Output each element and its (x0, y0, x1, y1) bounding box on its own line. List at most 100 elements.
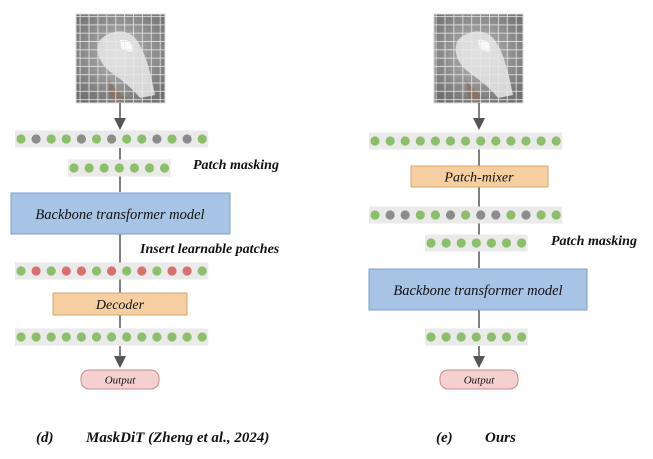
token-dot (521, 136, 531, 146)
token-dot (107, 266, 117, 276)
token-dot (129, 163, 139, 173)
backbone-box: Backbone transformer model (368, 268, 588, 311)
token-dot (137, 266, 147, 276)
token-dot (167, 134, 177, 144)
token-dot (16, 134, 26, 144)
token-dot (536, 210, 546, 220)
token-dot (471, 238, 481, 248)
token-dot (76, 134, 86, 144)
backbone-label: Backbone transformer model (35, 207, 204, 223)
output-label: Output (105, 375, 137, 387)
token-dot (501, 238, 512, 248)
token-dot (46, 332, 56, 342)
token-dot (91, 134, 102, 144)
token-strip-masked (425, 234, 528, 252)
token-dot (441, 238, 451, 248)
token-dot (370, 210, 380, 220)
token-dot (426, 238, 436, 248)
token-dot (31, 266, 41, 276)
left-input-image (75, 13, 166, 104)
token-dot (152, 332, 162, 342)
token-dot (69, 163, 79, 173)
token-dot (461, 210, 471, 220)
token-dot (144, 163, 155, 173)
insert-learnable-label: Insert learnable patches (139, 242, 280, 257)
token-dot (385, 210, 395, 220)
token-dot (152, 134, 162, 144)
token-dot (551, 210, 561, 220)
token-dot (456, 238, 466, 248)
token-dot (16, 332, 26, 342)
token-dot (137, 332, 147, 342)
token-dot (441, 332, 451, 342)
token-dot (46, 134, 56, 144)
token-dot (91, 332, 102, 342)
token-dot (506, 210, 516, 220)
token-dot (107, 332, 117, 342)
token-dot (476, 210, 486, 220)
token-dot (197, 134, 207, 144)
caption-title: MaskDiT (Zheng et al., 2024) (85, 430, 269, 446)
token-dot (84, 163, 94, 173)
token-dot (517, 332, 527, 342)
token-dot (426, 332, 436, 342)
token-strip-input (369, 132, 563, 150)
token-dot (122, 332, 132, 342)
token-strip-mixed (369, 206, 563, 224)
token-strip-masked (68, 159, 171, 177)
token-dot (430, 210, 440, 220)
token-dot (445, 136, 456, 146)
token-dot (501, 332, 512, 342)
decoder-label: Decoder (95, 298, 145, 313)
token-dot (167, 266, 177, 276)
token-dot (430, 136, 440, 146)
token-strip-output (425, 328, 528, 346)
token-dot (197, 332, 207, 342)
right-panel: Patch-mixer Patch masking Backbone trans… (368, 13, 637, 446)
token-dot (445, 210, 456, 220)
token-dot (114, 163, 124, 173)
token-dot (400, 136, 410, 146)
backbone-box: Backbone transformer model (10, 192, 231, 235)
token-dot (107, 134, 117, 144)
token-dot (471, 332, 481, 342)
token-dot (182, 134, 192, 144)
token-dot (152, 266, 162, 276)
token-dot (122, 134, 132, 144)
token-strip-mixed (15, 130, 209, 148)
token-dot (370, 136, 380, 146)
token-dot (46, 266, 56, 276)
caption-title: Ours (485, 430, 516, 446)
token-dot (182, 266, 192, 276)
output-box: Output (80, 369, 160, 390)
token-dot (31, 332, 41, 342)
token-dot (415, 210, 425, 220)
caption-letter: (d) (36, 430, 54, 446)
caption-letter: (e) (436, 430, 453, 446)
patch-masking-label: Patch masking (551, 234, 637, 249)
token-dot (137, 134, 147, 144)
token-dot (521, 210, 531, 220)
token-dot (415, 136, 425, 146)
token-dot (31, 134, 41, 144)
token-dot (122, 266, 132, 276)
patch-masking-label: Patch masking (193, 158, 279, 173)
token-dot (491, 136, 501, 146)
token-dot (461, 136, 471, 146)
token-dot (76, 332, 86, 342)
token-dot (16, 266, 26, 276)
token-strip-output (15, 328, 209, 346)
token-dot (385, 136, 395, 146)
token-dot (91, 266, 102, 276)
output-label: Output (464, 375, 496, 387)
token-dot (197, 266, 207, 276)
token-dot (551, 136, 561, 146)
token-dot (99, 163, 109, 173)
token-dot (536, 136, 546, 146)
decoder-box: Decoder (52, 292, 188, 316)
token-dot (506, 136, 516, 146)
token-dot (400, 210, 410, 220)
token-dot (61, 134, 71, 144)
token-dot (491, 210, 501, 220)
